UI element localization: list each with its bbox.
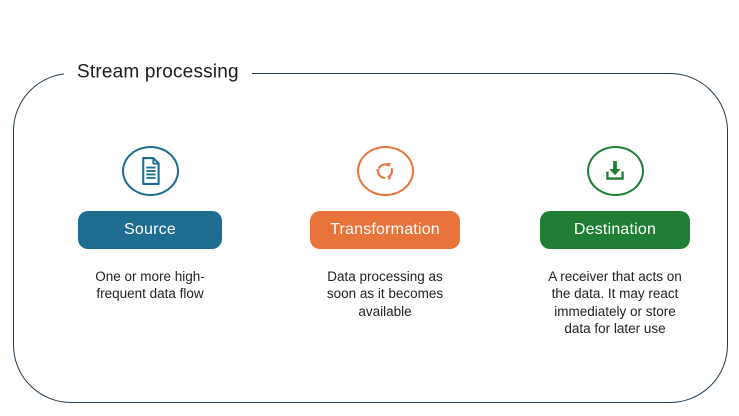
destination-column: Destination A receiver that acts on the … — [525, 146, 705, 337]
destination-icon-circle — [586, 146, 644, 196]
destination-description: A receiver that acts on the data. It may… — [548, 269, 682, 336]
source-column: Source One or more high- frequent data f… — [60, 146, 240, 303]
destination-label-pill: Destination — [540, 211, 690, 249]
diagram-title: Stream processing — [64, 61, 252, 84]
sync-arrows-icon — [371, 157, 399, 185]
transformation-label-pill: Transformation — [310, 211, 460, 249]
source-label-pill: Source — [78, 211, 222, 249]
source-icon-circle — [121, 146, 179, 196]
document-icon — [135, 155, 165, 187]
transformation-column: Transformation Data processing as soon a… — [295, 146, 475, 320]
transformation-icon-circle — [356, 146, 414, 196]
download-icon — [601, 157, 629, 185]
transformation-description: Data processing as soon as it becomes av… — [326, 269, 444, 319]
source-description: One or more high- frequent data flow — [95, 269, 205, 302]
